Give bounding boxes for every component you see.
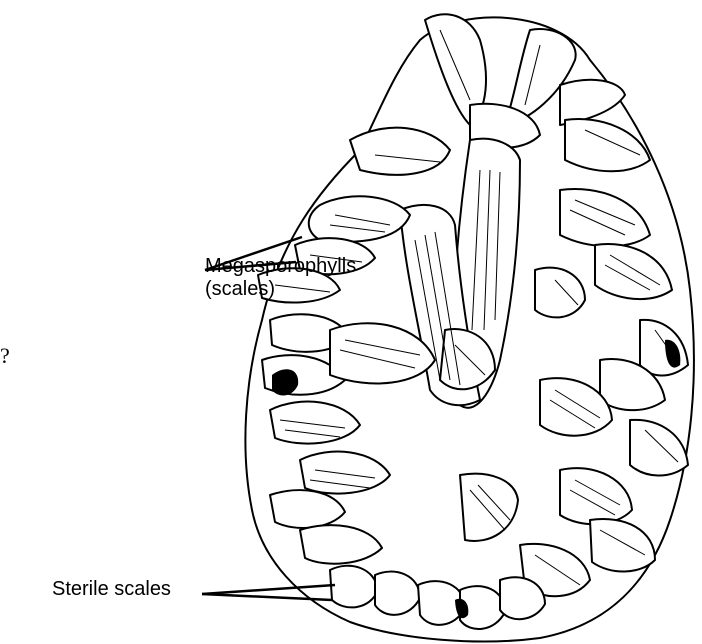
label-megasporophylls: Megasporophylls (scales) (205, 255, 356, 301)
label-megasporophylls-line1: Megasporophylls (205, 255, 356, 277)
label-megasporophylls-line2: (scales) (205, 278, 356, 301)
stray-mark: ? (0, 343, 10, 369)
label-sterile-scales: Sterile scales (52, 578, 171, 601)
